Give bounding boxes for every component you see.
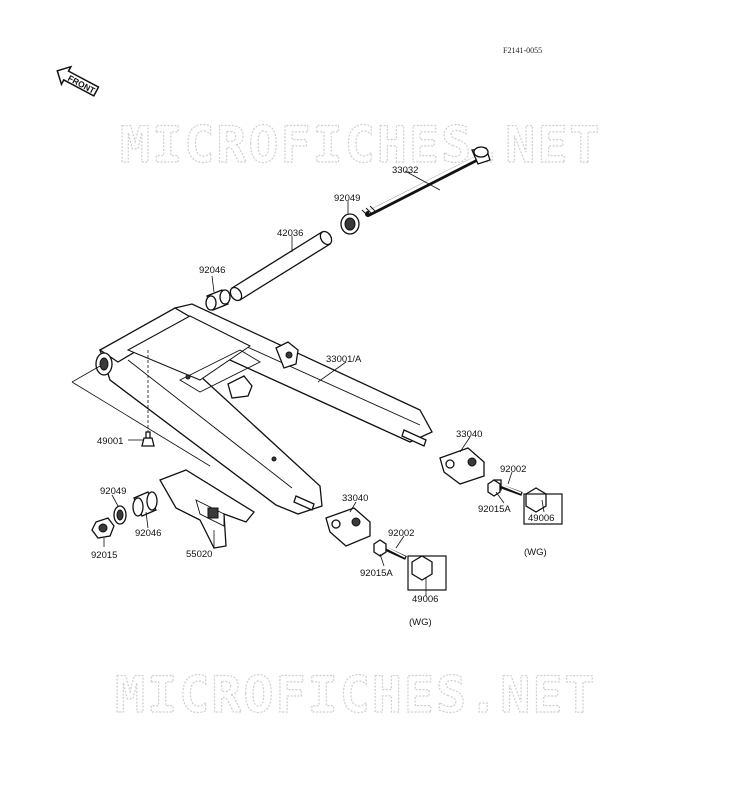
oil-seal-top: [340, 213, 360, 235]
label-seal-top: 92049: [334, 193, 360, 204]
leader-lines: [103, 170, 545, 596]
pivot-leader-line: [71, 365, 101, 383]
label-cap-nut-left: 49006: [412, 594, 438, 605]
cap-nut-right: [523, 487, 563, 525]
chain-adjuster-right: [439, 447, 485, 485]
label-nut-left: 92015: [91, 550, 117, 561]
label-wg-right: (WG): [524, 547, 547, 558]
label-wg-left: (WG): [409, 617, 432, 628]
label-nut-right: 92015A: [478, 504, 511, 515]
chain-adjuster-left: [325, 507, 371, 547]
label-adjuster-left: 33040: [342, 493, 368, 504]
front-direction-arrow: FRONT: [56, 65, 100, 97]
label-guide: 55020: [186, 549, 212, 560]
cap-nut-left: [407, 555, 447, 591]
label-seal-left: 92049: [100, 486, 126, 497]
adjuster-bolt-left: [383, 546, 407, 560]
chain-guide: [159, 469, 255, 549]
oil-seal-left: [113, 505, 127, 525]
label-axle: 33032: [392, 165, 418, 176]
needle-bearing-top: [205, 289, 231, 311]
label-grease-nipple: 49001: [97, 436, 123, 447]
label-bush-left: 92046: [135, 528, 161, 539]
needle-bearing-left: [132, 491, 158, 517]
swingarm-body: [95, 303, 433, 515]
watermark-top: MICROFICHES.NET: [120, 116, 602, 174]
watermark-bottom: MICROFICHES.NET: [115, 666, 597, 724]
label-bush-top: 92046: [199, 265, 225, 276]
label-adjuster-right: 33040: [456, 429, 482, 440]
guide-leader-line: [71, 381, 211, 467]
axle-nut-left: [91, 517, 115, 539]
lock-nut-left: [373, 539, 387, 557]
label-swingarm: 33001/A: [326, 354, 362, 365]
label-sleeve: 42036: [277, 228, 303, 239]
diagram-reference-code: F2141-0055: [503, 46, 542, 55]
swingarm-axle: [361, 146, 491, 217]
label-bolt-right: 92002: [500, 464, 526, 475]
label-bolt-left: 92002: [388, 528, 414, 539]
lock-nut-right: [487, 479, 501, 497]
label-nut-left2: 92015A: [360, 568, 393, 579]
grease-nipple: [141, 431, 155, 447]
label-cap-nut-right: 49006: [528, 513, 554, 524]
pivot-sleeve: [229, 230, 333, 302]
